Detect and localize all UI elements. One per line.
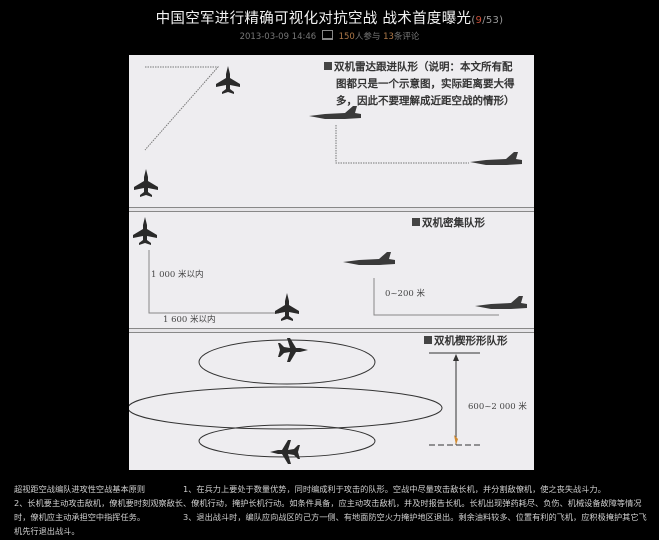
caption-point-3: 3、退出战斗时，编队应向战区的己方一侧、有地面防空火力掩护地区退出。剩余油料较多…	[183, 512, 647, 522]
page-current: 9	[475, 15, 483, 26]
formation-label-radar-trail: 双机雷达跟进队形（说明：本文所有配 图都只是一个示意图，实际距离要大得 多，因此…	[324, 59, 515, 110]
formation-label-close: 双机密集队形	[412, 215, 485, 232]
square-bullet-icon	[412, 218, 420, 226]
caption-point-2: 2、长机要主动攻击敌机，僚机要时刻观察敌长、僚机行动，掩护长机行动。如条件具备，…	[14, 498, 642, 508]
formation-diagram-image[interactable]: 双机雷达跟进队形（说明：本文所有配 图都只是一个示意图，实际距离要大得 多，因此…	[129, 55, 534, 470]
caption-point-1: 1、在兵力上要处于数量优势，同时编成利于攻击的队形。空战中尽量攻击敌长机，并分割…	[183, 484, 606, 494]
caption-point-3-cont: 机先行退出战斗。	[14, 526, 80, 536]
comments-count[interactable]: 13	[383, 32, 394, 42]
article-caption: 超视距空战编队进攻性空战基本原则 1、在兵力上要处于数量优势，同时编成利于攻击的…	[14, 482, 654, 538]
square-bullet-icon	[324, 62, 332, 70]
distance-label-altitude: 600~2 000 米	[468, 402, 527, 412]
distance-label-horizontal: 1 600 米以内	[163, 315, 216, 325]
diagram-lines	[129, 66, 527, 464]
caption-line: 机先行退出战斗。	[14, 524, 654, 538]
caption-line: 2、长机要主动攻击敌机，僚机要时刻观察敌长、僚机行动，掩护长机行动。如条件具备，…	[14, 496, 654, 510]
caption-line: 时，僚机应主动承担空中指挥任务。 3、退出战斗时，编队应向战区的己方一侧、有地面…	[14, 510, 654, 524]
article-title: 中国空军进行精确可视化对抗空战 战术首度曝光(9/53)	[0, 7, 659, 28]
square-bullet-icon	[424, 336, 432, 344]
comment-icon	[321, 30, 333, 40]
caption-heading: 超视距空战编队进攻性空战基本原则	[14, 484, 146, 494]
publish-datetime: 2013-03-09 14:46	[239, 32, 317, 42]
caption-point-2-cont: 时，僚机应主动承担空中指挥任务。	[14, 512, 146, 522]
distance-label-spacing: 0~200 米	[385, 289, 425, 299]
caption-line: 超视距空战编队进攻性空战基本原则 1、在兵力上要处于数量优势，同时编成利于攻击的…	[14, 482, 654, 496]
comments-label: 条评论	[393, 32, 420, 42]
page-total: /53)	[482, 15, 504, 26]
page-counter[interactable]: (9/53)	[471, 15, 504, 26]
article-title-text: 中国空军进行精确可视化对抗空战 战术首度曝光	[155, 11, 472, 27]
formation-label-wedge: 双机楔形形队形	[424, 333, 508, 350]
participants-label: 人参与	[354, 32, 381, 42]
participants-count[interactable]: 150	[338, 32, 355, 42]
distance-label-vertical: 1 000 米以内	[151, 270, 204, 280]
panel-divider	[129, 328, 534, 333]
article-meta: 2013-03-09 14:46 150人参与 13条评论	[0, 30, 659, 42]
panel-divider	[129, 207, 534, 212]
